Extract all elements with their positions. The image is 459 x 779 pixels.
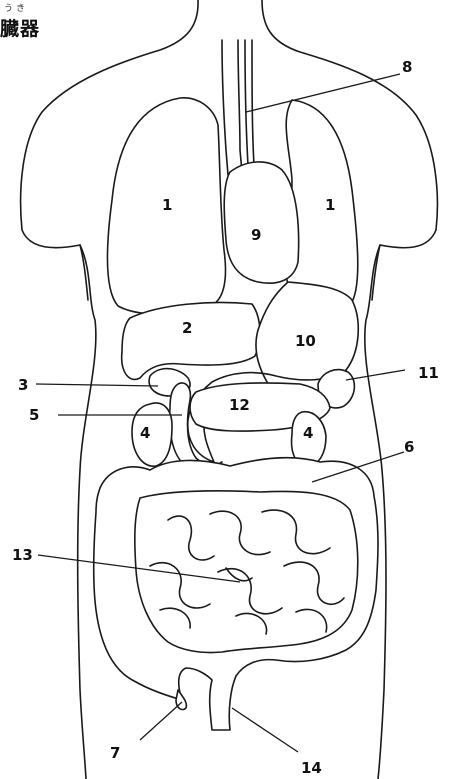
leader-spleen: [346, 370, 405, 380]
liver: [122, 303, 260, 380]
heart: [224, 162, 298, 283]
label-spleen: 11: [418, 364, 439, 382]
label-kidney-left: 4: [140, 424, 150, 442]
trachea-line-1: [245, 40, 248, 165]
label-appendix: 7: [110, 744, 120, 762]
label-liver: 2: [182, 319, 192, 337]
label-gallbladder: 3: [18, 376, 28, 394]
leader-rectum: [232, 708, 298, 752]
label-kidney-right: 4: [303, 424, 313, 442]
leader-appendix: [140, 702, 182, 740]
esophagus-line-1: [222, 40, 228, 175]
label-esophagus: 8: [402, 58, 412, 76]
label-rectum: 14: [301, 759, 322, 777]
large-intestine-inner: [135, 491, 358, 653]
label-large-intestine: 6: [404, 438, 414, 456]
label-heart: 9: [251, 226, 261, 244]
label-small-intestine: 13: [12, 546, 33, 564]
kidney-left: [132, 403, 172, 466]
leader-gallbladder: [36, 384, 158, 386]
label-duodenum: 5: [29, 406, 39, 424]
leader-esophagus: [246, 74, 400, 112]
esophagus-line-2: [238, 40, 242, 172]
label-lung-right: 1: [325, 196, 335, 214]
trachea-line-2: [252, 40, 254, 165]
label-stomach: 10: [295, 332, 316, 350]
label-pancreas: 12: [229, 396, 250, 414]
label-lung-left: 1: [162, 196, 172, 214]
lung-right: [286, 100, 358, 309]
